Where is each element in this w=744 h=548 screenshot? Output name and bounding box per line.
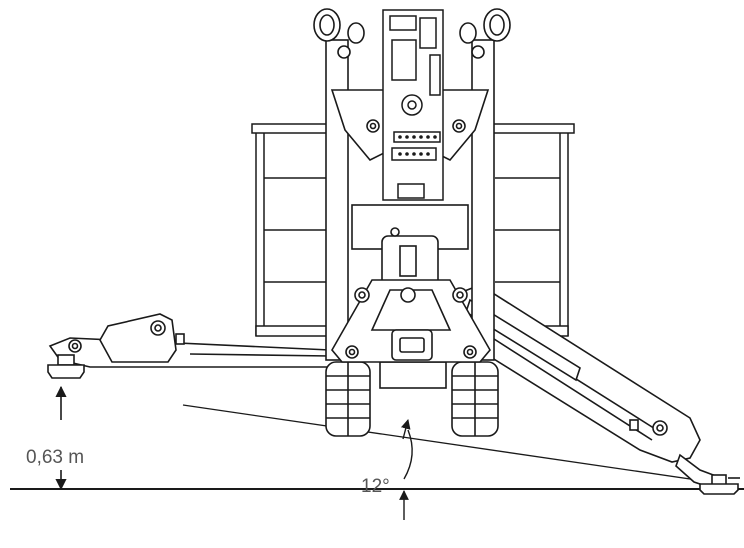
right-track: [451, 361, 499, 437]
left-track: [325, 361, 371, 437]
undercarriage: [379, 361, 447, 389]
work-lights: [313, 8, 511, 44]
left-mast: [325, 39, 391, 361]
central-body: [351, 204, 469, 287]
right-foot: [699, 474, 740, 495]
slope-angle-label: 12°: [361, 476, 390, 497]
slope-line: [182, 404, 739, 487]
right-outrigger: [459, 284, 722, 489]
boom-column: [382, 9, 444, 201]
left-foot: [47, 354, 85, 379]
left-outrigger: [48, 313, 346, 368]
outrigger-height-label: 0,63 m: [26, 447, 85, 468]
control-holes: [398, 135, 437, 156]
turntable: [331, 279, 491, 363]
angle-indicator: [399, 419, 413, 520]
